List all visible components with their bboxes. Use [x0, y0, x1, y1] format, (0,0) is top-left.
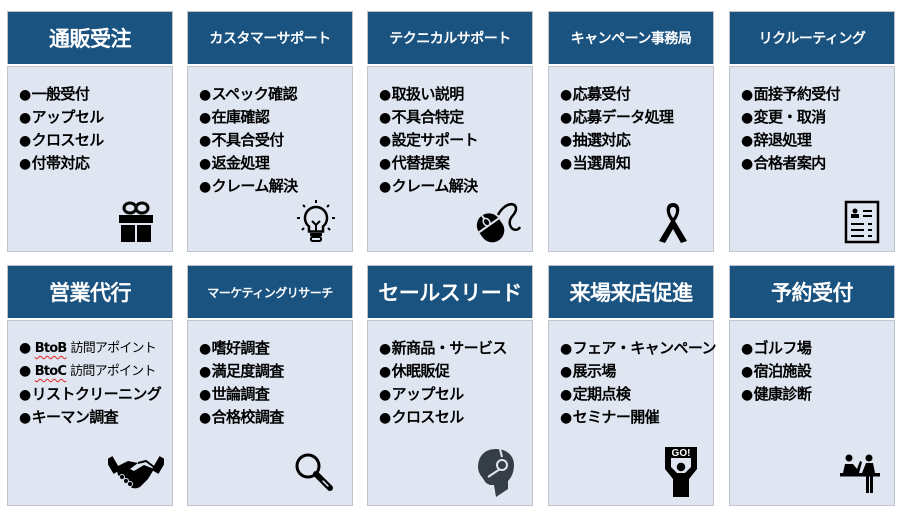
card-title: セールスリード: [367, 265, 533, 318]
handshake-icon: [108, 453, 164, 491]
card-title: 予約受付: [729, 265, 895, 318]
list-item: ●合格校調査: [199, 408, 284, 426]
list-item: ●面接予約受付: [741, 85, 841, 103]
card-body: ●嗜好調査 ●満足度調査 ●世論調査 ●合格校調査: [187, 320, 353, 506]
card-body: ●面接予約受付 ●変更・取消 ●辞退処理 ●合格者案内: [729, 66, 895, 252]
card-technical-support: テクニカルサポート ●取扱い説明 ●不具合特定 ●設定サポート ●代替提案 ●ク…: [367, 11, 533, 252]
card-body: ●新商品・サービス ●休眠販促 ●アップセル ●クロスセル: [367, 320, 533, 506]
list-item: ●代替提案: [379, 154, 450, 172]
card-title: 営業代行: [7, 265, 173, 318]
mouse-icon: [472, 199, 524, 245]
service-list: ●嗜好調査 ●満足度調査 ●世論調査 ●合格校調査: [199, 337, 352, 429]
list-item: ●スペック確認: [199, 85, 298, 103]
list-item: ●クロスセル: [379, 408, 464, 426]
headset-operator-icon: [474, 445, 518, 499]
list-item: ●嗜好調査: [199, 339, 270, 357]
service-list: ●面接予約受付 ●変更・取消 ●辞退処理 ●合格者案内: [741, 83, 894, 175]
card-marketing-research: マーケティングリサーチ ●嗜好調査 ●満足度調査 ●世論調査 ●合格校調査: [187, 265, 353, 506]
service-list: ●スペック確認 ●在庫確認 ●不具合受付 ●返金処理 ●クレーム解決: [199, 83, 352, 198]
card-visit-promotion: 来場来店促進 ●フェア・キャンペーン ●展示場 ●定期点検 ●セミナー開催 GO…: [548, 265, 716, 506]
gift-icon: [114, 199, 158, 245]
card-body: ●取扱い説明 ●不具合特定 ●設定サポート ●代替提案 ●クレーム解決: [367, 66, 533, 252]
list-item: ●キーマン調査: [19, 408, 119, 426]
card-mail-order: 通販受注 ●一般受付 ●アップセル ●クロスセル ●付帯対応: [7, 11, 173, 252]
svg-text:GO!: GO!: [672, 448, 691, 459]
list-item: ●クロスセル: [19, 131, 104, 149]
list-item: ●休眠販促: [379, 362, 450, 380]
service-list: ●新商品・サービス ●休眠販促 ●アップセル ●クロスセル: [379, 337, 532, 429]
card-sales-lead: セールスリード ●新商品・サービス ●休眠販促 ●アップセル ●クロスセル: [367, 265, 533, 506]
list-item: ●抽選対応: [560, 131, 631, 149]
list-item: ●満足度調査: [199, 362, 284, 380]
resume-icon: [840, 199, 884, 245]
card-title: マーケティングリサーチ: [187, 265, 353, 318]
list-item: ●クレーム解決: [379, 177, 478, 195]
service-list: ●フェア・キャンペーン ●展示場 ●定期点検 ●セミナー開催: [560, 337, 716, 429]
card-title: リクルーティング: [729, 11, 895, 64]
list-item: ●変更・取消: [741, 108, 826, 126]
list-item: ●一般受付: [19, 85, 90, 103]
list-item: ●付帯対応: [19, 154, 90, 172]
list-item: ●アップセル: [379, 385, 464, 403]
list-item: ●辞退処理: [741, 131, 812, 149]
card-body: ●ゴルフ場 ●宿泊施設 ●健康診断: [729, 320, 895, 506]
service-list: ●一般受付 ●アップセル ●クロスセル ●付帯対応: [19, 83, 172, 175]
card-reservation: 予約受付 ●ゴルフ場 ●宿泊施設 ●健康診断: [729, 265, 895, 506]
card-title: キャンペーン事務局: [548, 11, 714, 64]
list-item: ●定期点検: [560, 385, 631, 403]
card-title: 通販受注: [7, 11, 173, 64]
card-title: テクニカルサポート: [367, 11, 533, 64]
list-item: ●フェア・キャンペーン: [560, 339, 716, 357]
list-item: ●応募データ処理: [560, 108, 674, 126]
list-item: ●リストクリーニング: [19, 385, 162, 403]
card-recruiting: リクルーティング ●面接予約受付 ●変更・取消 ●辞退処理 ●合格者案内: [729, 11, 895, 252]
list-item: ●設定サポート: [379, 131, 479, 149]
list-item: ●宿泊施設: [741, 362, 812, 380]
reception-desk-icon: [838, 451, 882, 495]
card-title: カスタマーサポート: [187, 11, 353, 64]
list-item: ●不具合特定: [379, 108, 464, 126]
list-item: ●新商品・サービス: [379, 339, 507, 357]
list-item: ●取扱い説明: [379, 85, 464, 103]
card-body: ●応募受付 ●応募データ処理 ●抽選対応 ●当選周知: [548, 66, 714, 252]
service-list: ●取扱い説明 ●不具合特定 ●設定サポート ●代替提案 ●クレーム解決: [379, 83, 532, 198]
list-item: ●ゴルフ場: [741, 339, 812, 357]
card-body: ●一般受付 ●アップセル ●クロスセル ●付帯対応: [7, 66, 173, 252]
list-item: ●展示場: [560, 362, 616, 380]
list-item: ●世論調査: [199, 385, 270, 403]
list-item: ●返金処理: [199, 154, 270, 172]
card-title: 来場来店促進: [548, 265, 714, 318]
list-item: ●クレーム解決: [199, 177, 298, 195]
lightbulb-icon: [294, 199, 338, 245]
list-item: ●健康診断: [741, 385, 812, 403]
service-list: ●応募受付 ●応募データ処理 ●抽選対応 ●当選周知: [560, 83, 713, 175]
service-list: ●ゴルフ場 ●宿泊施設 ●健康診断: [741, 337, 894, 406]
list-item: ●不具合受付: [199, 131, 284, 149]
card-body: ●スペック確認 ●在庫確認 ●不具合受付 ●返金処理 ●クレーム解決: [187, 66, 353, 252]
list-item: ●セミナー開催: [560, 408, 660, 426]
card-campaign-office: キャンペーン事務局 ●応募受付 ●応募データ処理 ●抽選対応 ●当選周知: [548, 11, 714, 252]
list-item: ●応募受付: [560, 85, 631, 103]
card-body: ●フェア・キャンペーン ●展示場 ●定期点検 ●セミナー開催 GO!: [548, 320, 716, 506]
list-item: ●合格者案内: [741, 154, 826, 172]
go-sign-icon: GO!: [659, 445, 703, 499]
list-item: ●当選周知: [560, 154, 631, 172]
card-customer-support: カスタマーサポート ●スペック確認 ●在庫確認 ●不具合受付 ●返金処理 ●クレ…: [187, 11, 353, 252]
ribbon-icon: [651, 199, 695, 245]
list-item: ●アップセル: [19, 108, 104, 126]
list-item: ●在庫確認: [199, 108, 270, 126]
magnifier-icon: [292, 451, 336, 493]
